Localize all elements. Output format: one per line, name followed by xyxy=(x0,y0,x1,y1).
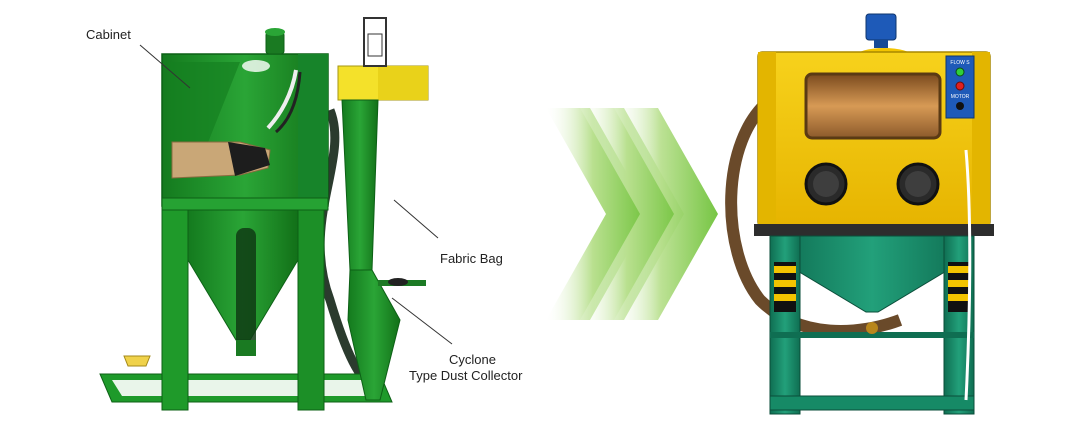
transition-arrow xyxy=(546,108,718,320)
hazard-stripes xyxy=(774,262,970,312)
label-dust-collector: Type Dust Collector xyxy=(409,368,523,383)
frame-leg xyxy=(161,204,189,411)
cyclone-body xyxy=(341,99,379,271)
callout-line-fabric-bag xyxy=(393,199,439,239)
panel-label-top: FLOW S xyxy=(950,60,970,66)
label-fabric-bag: Fabric Bag xyxy=(440,251,503,266)
chevron xyxy=(546,108,650,320)
viewing-window xyxy=(804,72,942,140)
right-machine: FLOW S MOTOR xyxy=(725,13,994,415)
panel-label-bottom: MOTOR xyxy=(951,94,970,100)
callout-line-cabinet xyxy=(139,44,191,89)
return-hose xyxy=(725,95,903,337)
motor xyxy=(865,13,897,41)
callout-line-cyclone xyxy=(391,297,453,345)
chevron xyxy=(580,108,684,320)
chevron xyxy=(614,108,718,320)
indicator-light-red xyxy=(955,81,965,91)
label-cabinet: Cabinet xyxy=(86,27,131,42)
left-machine xyxy=(99,17,429,411)
frame-leg xyxy=(297,204,325,411)
label-cyclone: Cyclone xyxy=(449,352,496,367)
cabinet-crossbar xyxy=(161,197,329,211)
indicator-light-green xyxy=(955,67,965,77)
hopper xyxy=(775,235,969,313)
power-button xyxy=(956,102,964,110)
